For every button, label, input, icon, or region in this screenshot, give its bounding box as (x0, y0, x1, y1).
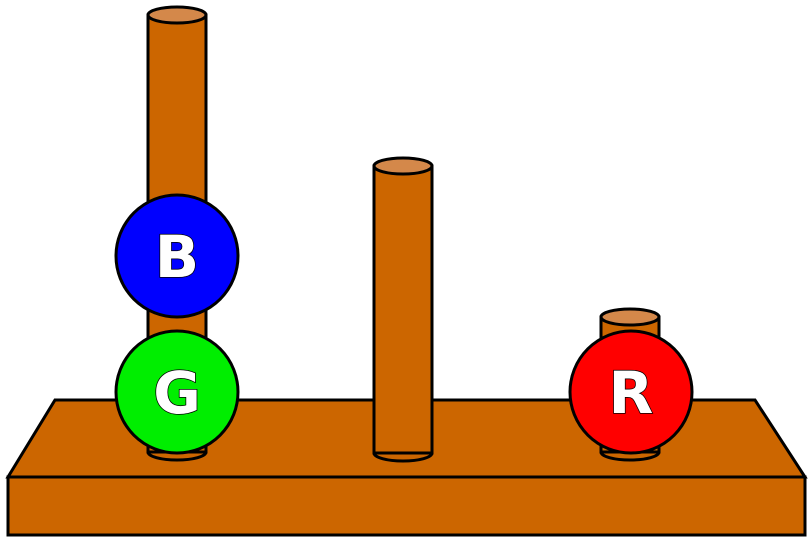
ball-red[interactable]: R (568, 329, 694, 455)
ball-green[interactable]: G (114, 329, 240, 455)
ball-blue[interactable]: B (114, 193, 240, 319)
ball-green-label: G (153, 359, 201, 427)
peg-left-top (146, 5, 208, 25)
ball-blue-label: B (155, 223, 199, 291)
peg-middle[interactable] (372, 156, 434, 463)
ball-red-label: R (609, 359, 654, 427)
peg-right-top (599, 307, 661, 327)
base-front-face (6, 475, 807, 537)
peg-middle-top (372, 156, 434, 176)
